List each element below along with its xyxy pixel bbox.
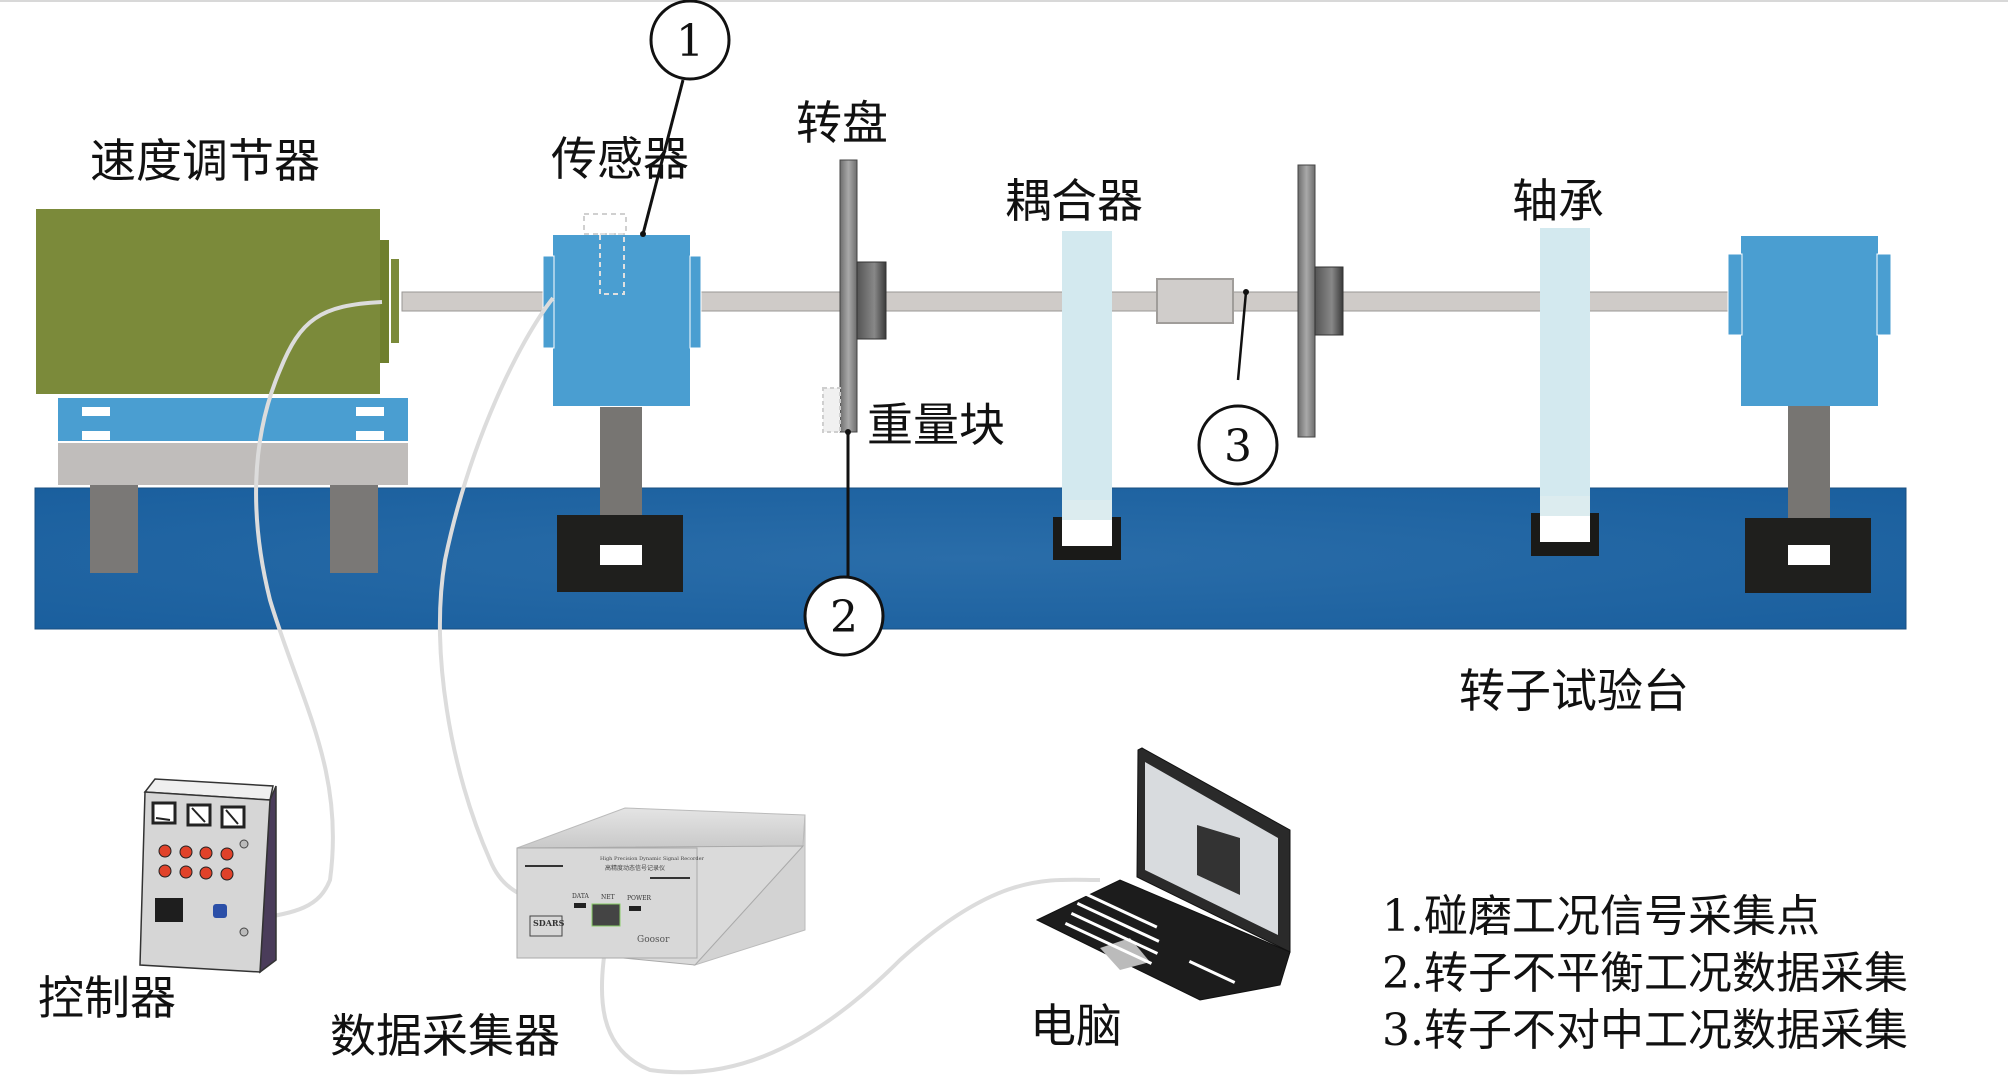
label-speed-controller: 速度调节器 <box>90 134 320 188</box>
top-border <box>0 0 2008 2</box>
svg-text:2: 2 <box>830 592 858 643</box>
label-sensor: 传感器 <box>551 132 689 186</box>
rotor-disc-2-hub <box>1314 266 1344 336</box>
callout-3: 3 <box>1197 404 1279 486</box>
legend: 1.碰磨工况信号采集点 2.转子不平衡工况数据采集 3.转子不对中工况数据采集 <box>1382 888 1908 1060</box>
label-coupling: 耦合器 <box>1005 174 1143 228</box>
motor-leg-right <box>330 485 378 573</box>
bearing-plate <box>1540 228 1590 524</box>
motor-blue-pad <box>58 398 408 441</box>
weight-block <box>822 387 841 433</box>
cable-motor-controller <box>239 300 383 922</box>
label-weight-block: 重量块 <box>867 398 1005 452</box>
motor-leg-left <box>90 485 138 573</box>
cable-recorder-laptop <box>599 877 1101 1075</box>
rotor-disc-1-hub <box>856 261 887 340</box>
legend-item-2: 2.转子不平衡工况数据采集 <box>1382 948 1908 1000</box>
rotor-disc-2 <box>1297 164 1316 438</box>
cable-sensor-recorder <box>438 296 581 907</box>
legend-item-1: 1.碰磨工况信号采集点 <box>1382 891 1820 942</box>
sensor-dashed-outline <box>583 213 627 235</box>
label-computer: 电脑 <box>1030 999 1122 1053</box>
svg-text:POWER: POWER <box>627 895 652 902</box>
label-data-acquisition: 数据采集器 <box>330 1009 560 1063</box>
coupling-plate <box>1062 231 1112 529</box>
svg-text:SDARS: SDARS <box>533 918 565 928</box>
callout-1-leader <box>641 79 685 235</box>
svg-text:DATA: DATA <box>572 893 589 900</box>
test-bench-base <box>34 487 1907 630</box>
coupling-body <box>1156 278 1234 324</box>
right-bearing-block <box>1741 236 1878 406</box>
sensor-bearing-block <box>553 235 690 406</box>
svg-text:1: 1 <box>676 16 704 67</box>
svg-text:High Precision Dynamic Signal: High Precision Dynamic Signal Recorder <box>600 856 705 862</box>
speed-controller-motor <box>36 209 380 394</box>
label-bearing: 轴承 <box>1512 174 1604 228</box>
motor-flange-inner <box>391 259 399 343</box>
controller-cabinet <box>139 778 277 974</box>
svg-text:3: 3 <box>1224 421 1252 472</box>
laptop-computer <box>1035 747 1291 1001</box>
label-rotor-disc: 转盘 <box>796 96 888 150</box>
svg-text:NET: NET <box>601 894 615 901</box>
callout-3-leader <box>1236 291 1248 381</box>
label-rotor-test-bench: 转子试验台 <box>1459 664 1689 718</box>
svg-text:高精度动态信号记录仪: 高精度动态信号记录仪 <box>605 864 665 872</box>
data-recorder: High Precision Dynamic Signal Recorder 高… <box>516 807 806 967</box>
callout-1: 1 <box>649 0 731 81</box>
legend-item-3: 3.转子不对中工况数据采集 <box>1382 1005 1908 1057</box>
rotor-disc-1 <box>839 159 858 433</box>
callout-2: 2 <box>803 575 885 657</box>
label-controller: 控制器 <box>38 971 176 1025</box>
motor-flange-outer <box>380 240 389 363</box>
motor-gray-plate <box>58 443 408 485</box>
svg-text:Goosor: Goosor <box>637 935 670 945</box>
